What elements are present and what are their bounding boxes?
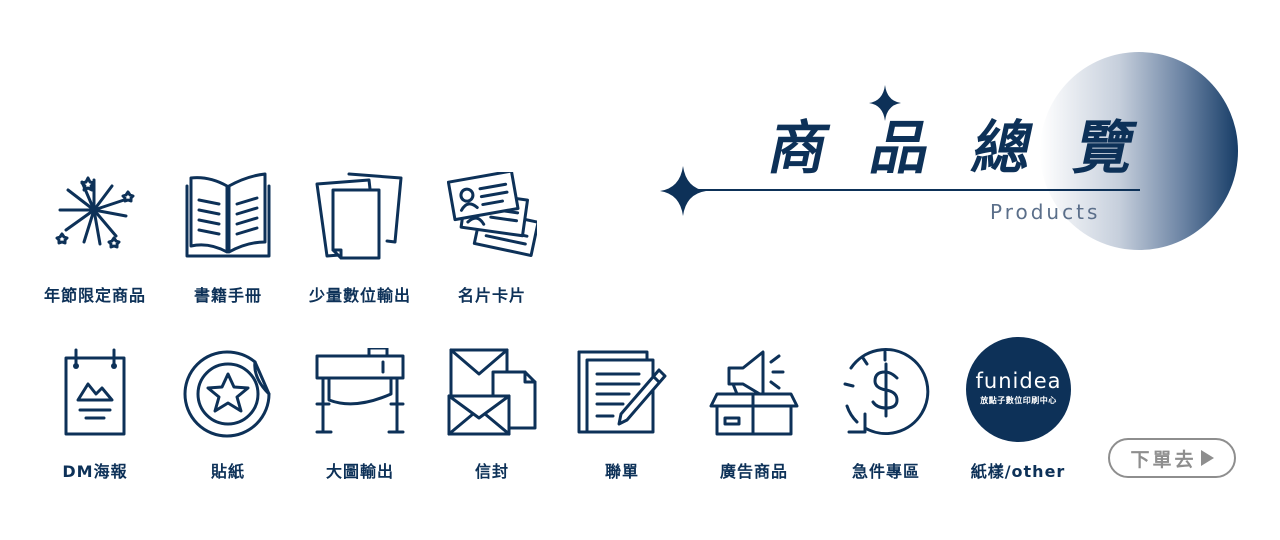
play-arrow-icon xyxy=(1200,450,1214,466)
category-label: 書籍手冊 xyxy=(193,286,262,305)
hero-divider-line xyxy=(695,189,1140,191)
form-pen-icon xyxy=(577,348,667,438)
funidea-logo[interactable]: funidea 放點子數位印刷中心 xyxy=(966,337,1071,442)
category-label: 聯單 xyxy=(604,462,639,481)
category-label: DM海報 xyxy=(62,462,128,481)
brand-name: funidea xyxy=(975,369,1062,393)
category-label: 廣告商品 xyxy=(719,462,788,481)
paper-stack-icon xyxy=(315,172,405,262)
page-title: 商品總覽 xyxy=(762,114,1186,182)
business-card-icon xyxy=(446,169,540,262)
dollar-clock-icon xyxy=(841,348,931,438)
sticker-icon xyxy=(183,348,273,438)
poster-icon xyxy=(50,348,140,438)
large-sparkle-icon xyxy=(660,166,706,216)
category-label: 貼紙 xyxy=(210,462,245,481)
brand-tagline: 放點子數位印刷中心 xyxy=(980,396,1057,405)
hero-gradient-circle xyxy=(1040,52,1238,250)
category-label: 紙樣/other xyxy=(970,462,1066,481)
category-label: 信封 xyxy=(474,462,509,481)
category-label: 名片卡片 xyxy=(457,286,526,305)
fireworks-icon xyxy=(50,172,140,262)
large-format-printer-icon xyxy=(315,346,405,438)
envelope-icon xyxy=(447,348,537,438)
category-label: 年節限定商品 xyxy=(43,286,146,305)
category-label: 大圖輸出 xyxy=(325,462,394,481)
order-button-label: 下單去 xyxy=(1130,448,1197,471)
category-label: 急件專區 xyxy=(851,462,920,481)
small-sparkle-icon xyxy=(869,85,901,121)
megaphone-box-icon xyxy=(709,348,799,438)
page-subtitle: Products xyxy=(990,200,1101,224)
category-label: 少量數位輸出 xyxy=(308,286,411,305)
open-book-icon xyxy=(183,172,273,262)
order-button[interactable]: 下單去 xyxy=(1108,438,1236,478)
